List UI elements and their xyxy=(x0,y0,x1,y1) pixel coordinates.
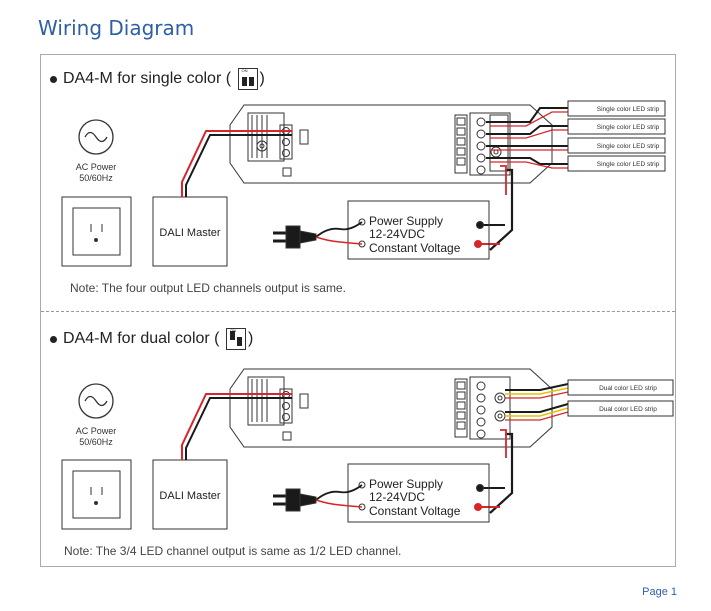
plug-icon xyxy=(273,221,363,249)
ac-freq-label: 50/60Hz xyxy=(79,437,113,447)
dip-switch-icon: ON xyxy=(225,328,246,350)
strip-label: Single color LED strip xyxy=(597,106,660,113)
diagram-frame xyxy=(40,54,676,567)
dali-master-label: DALI Master xyxy=(159,227,220,239)
ps-line1: Power Supply xyxy=(369,214,443,228)
controller-device xyxy=(229,368,553,448)
strip-label: Single color LED strip xyxy=(597,161,660,168)
page-number: Page 1 xyxy=(642,586,677,598)
led-strip-group-2 xyxy=(567,379,674,417)
power-supply-box xyxy=(347,200,490,260)
strip-label: Dual color LED strip xyxy=(599,406,657,413)
section1-heading: DA4-M for single color ( ON) xyxy=(50,68,265,90)
bullet-icon xyxy=(50,335,57,343)
dali-master-box xyxy=(152,459,228,530)
plug-icon xyxy=(273,484,363,512)
dali-master-label: DALI Master xyxy=(159,490,220,502)
dip-knob-2 xyxy=(248,77,254,86)
dip-knob-2 xyxy=(236,337,242,346)
ps-line1: Power Supply xyxy=(369,477,443,491)
section1-heading-text: DA4-M for single color ( xyxy=(63,70,232,88)
section1-note: Note: The four output LED channels outpu… xyxy=(70,281,346,295)
dip-switch-icon: ON xyxy=(237,68,258,90)
dali-master-box xyxy=(152,196,228,267)
section-divider xyxy=(41,311,675,312)
page-title: Wiring Diagram xyxy=(38,16,195,40)
strip-label: Dual color LED strip xyxy=(599,385,657,392)
ac-power-label: AC Power xyxy=(76,426,117,436)
section2-heading: DA4-M for dual color ( ON) xyxy=(50,328,253,350)
ac-power-label: AC Power xyxy=(76,162,117,172)
section1-heading-close: ) xyxy=(259,70,265,88)
ac-freq-label: 50/60Hz xyxy=(79,173,113,183)
ps-line2: 12-24VDC xyxy=(369,490,425,504)
dip-switch-on-label: ON xyxy=(230,329,236,333)
ps-line3: Constant Voltage xyxy=(369,504,461,518)
section2-heading-text: DA4-M for dual color ( xyxy=(63,330,220,348)
controller-device xyxy=(229,104,553,184)
dip-switch-on-label: ON xyxy=(241,68,248,73)
strip-label: Single color LED strip xyxy=(597,143,660,150)
ps-line3: Constant Voltage xyxy=(369,241,461,255)
power-supply-box xyxy=(347,463,490,523)
ac-power-icon xyxy=(78,383,114,419)
dip-knob-1 xyxy=(229,331,235,340)
ac-power-icon xyxy=(78,119,114,155)
outlet-icon xyxy=(61,459,132,530)
dip-knob-1 xyxy=(241,77,247,86)
ps-line2: 12-24VDC xyxy=(369,227,425,241)
led-strip-group-1 xyxy=(567,100,666,172)
section2-heading-close: ) xyxy=(247,330,254,348)
outlet-icon xyxy=(61,196,132,267)
bullet-icon xyxy=(50,75,57,83)
strip-label: Single color LED strip xyxy=(597,124,660,131)
section2-note: Note: The 3/4 LED channel output is same… xyxy=(64,544,402,558)
